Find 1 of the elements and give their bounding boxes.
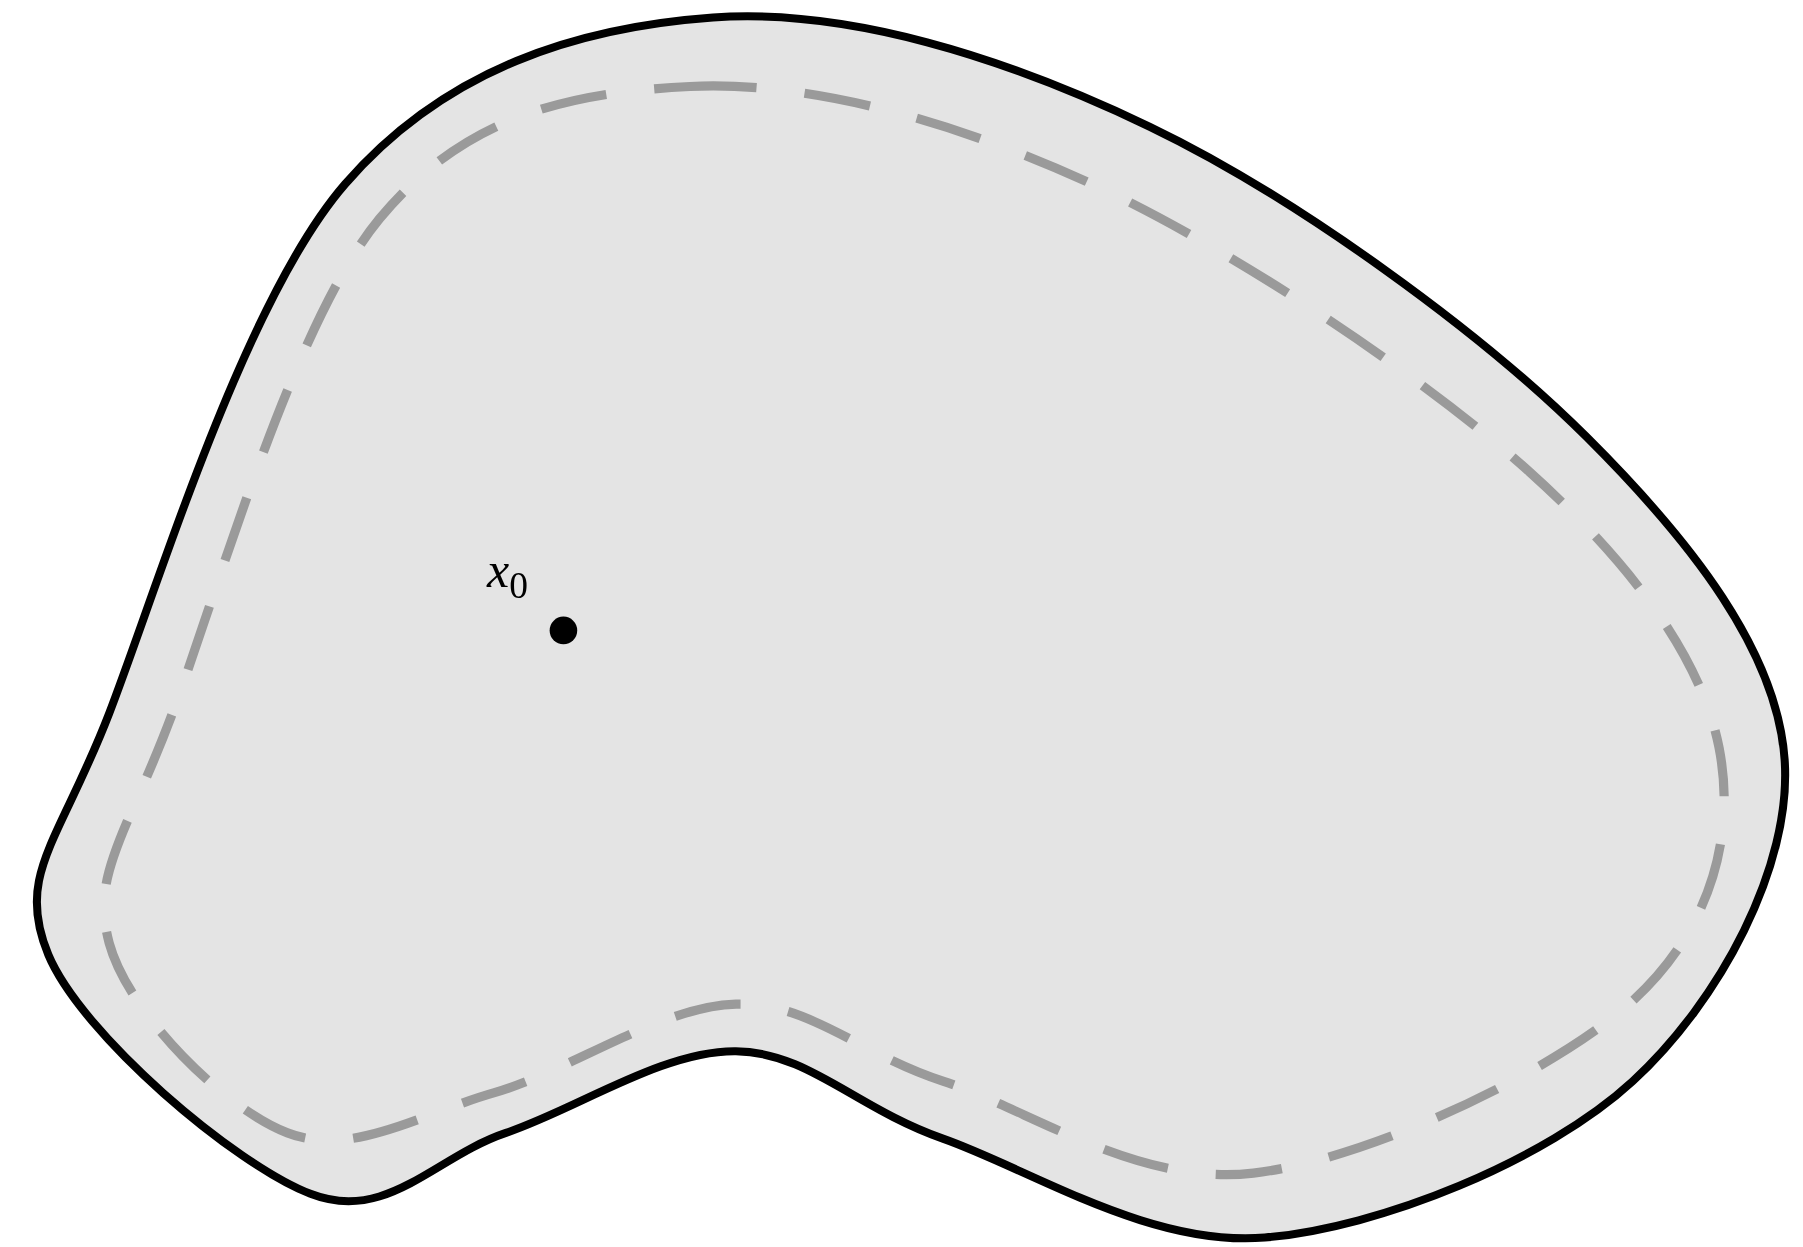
point-label: x$_{0}$: [487, 545, 528, 605]
